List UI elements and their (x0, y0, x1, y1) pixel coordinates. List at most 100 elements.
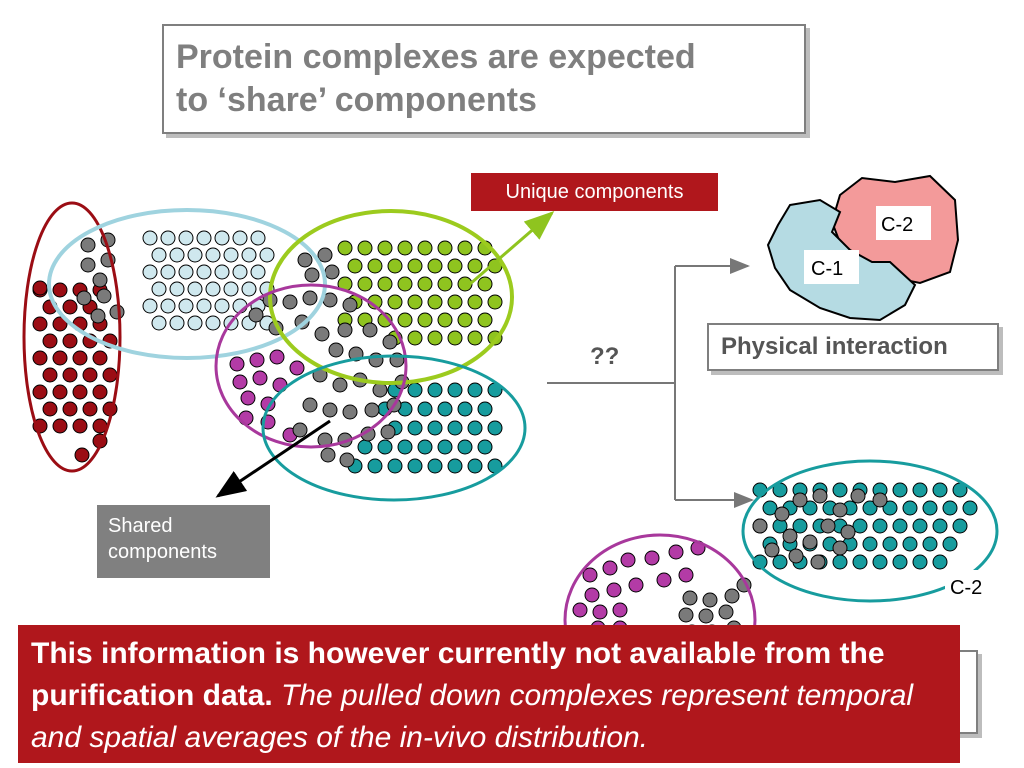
red-dot (42, 333, 58, 349)
right-teal-dot (932, 518, 948, 534)
right-gray-dot (812, 488, 828, 504)
red-dot (52, 282, 68, 298)
title-line-2: to ‘share’ components (176, 81, 537, 119)
right-teal-dot (762, 500, 778, 516)
right-teal-dot (912, 518, 928, 534)
right-gray-dot (782, 528, 798, 544)
bottom-purple-dot (656, 572, 672, 588)
gray-dot (80, 257, 96, 273)
lightblue-dot (232, 230, 248, 246)
red-dot (52, 316, 68, 332)
gray-dot (96, 288, 112, 304)
banner-italic-text: The pulled down complexes represent temp… (31, 679, 914, 754)
right-teal-dot (962, 500, 978, 516)
purple-dot (252, 370, 268, 386)
gray-dot (320, 447, 336, 463)
branch-connector (547, 266, 676, 500)
right-teal-dot (922, 536, 938, 552)
teal-dot (467, 382, 483, 398)
green-dot (377, 312, 393, 328)
lightblue-dot (169, 281, 185, 297)
gray-dot (302, 397, 318, 413)
red-dot (32, 384, 48, 400)
right-teal-dot (802, 500, 818, 516)
right-gray-dot (792, 492, 808, 508)
lightblue-dot (142, 298, 158, 314)
green-dot (417, 240, 433, 256)
red-dot (72, 350, 88, 366)
teal-dot (427, 458, 443, 474)
lightblue-dot (169, 247, 185, 263)
red-dot (92, 350, 108, 366)
gray-dot (332, 377, 348, 393)
c2-top-bg (876, 206, 931, 240)
c2-bottom-bg (945, 570, 997, 602)
bottom-purple-dot (612, 602, 628, 618)
right-teal-dot (932, 554, 948, 570)
right-gray-dot (788, 548, 804, 564)
lightblue-dot (196, 264, 212, 280)
green-dot (477, 312, 493, 328)
green-dot (457, 312, 473, 328)
gray-dot (314, 326, 330, 342)
shared-components-label: Shared components (97, 505, 270, 578)
teal-complex-dots (347, 382, 503, 474)
gray-dot (304, 267, 320, 283)
gray-dot (337, 322, 353, 338)
right-teal-dot (942, 500, 958, 516)
lightblue-dot (142, 264, 158, 280)
gray-dot (297, 252, 313, 268)
right-gray-dot (872, 492, 888, 508)
bottom-purple-dot (668, 544, 684, 560)
c2-top-label: C-2 (881, 214, 913, 236)
green-dot (437, 276, 453, 292)
lightblue-dot (196, 298, 212, 314)
lightblue-dot (223, 281, 239, 297)
green-dot (457, 276, 473, 292)
right-teal-dot (922, 500, 938, 516)
shared-label-line-2: components (108, 541, 217, 563)
right-teal-dot (752, 554, 768, 570)
bottom-purple-dot (628, 577, 644, 593)
bottom-purple-dot (620, 552, 636, 568)
gray-dot (324, 264, 340, 280)
purple-dot (240, 390, 256, 406)
gray-dot (90, 308, 106, 324)
green-dot (457, 240, 473, 256)
green-dot (337, 240, 353, 256)
green-dot (407, 294, 423, 310)
bottom-gray-dot (718, 604, 734, 620)
lightblue-dot (160, 264, 176, 280)
teal-dot (457, 401, 473, 417)
right-teal-dot (912, 482, 928, 498)
green-dot (417, 276, 433, 292)
lightblue-dot (196, 230, 212, 246)
gray-dot (292, 422, 308, 438)
green-dot (427, 294, 443, 310)
bottom-gray-dot (698, 608, 714, 624)
green-dot (407, 258, 423, 274)
right-teal-dot (942, 536, 958, 552)
green-dot (377, 276, 393, 292)
right-gray-dot (752, 518, 768, 534)
bottom-purple-dot (572, 602, 588, 618)
right-teal-dot (872, 518, 888, 534)
red-dot (82, 401, 98, 417)
red-dot (52, 418, 68, 434)
green-dot (427, 258, 443, 274)
red-dot (42, 367, 58, 383)
lightblue-dot (151, 247, 167, 263)
lightblue-dot (169, 315, 185, 331)
right-teal-dot (832, 554, 848, 570)
info-banner: This information is however currently no… (18, 625, 960, 763)
red-dot (72, 418, 88, 434)
shared-arrow (215, 419, 331, 498)
teal-dot (437, 439, 453, 455)
lightblue-dot (205, 315, 221, 331)
c2-bottom-label: C-2 (950, 577, 982, 599)
red-dot (52, 350, 68, 366)
lightblue-dot (250, 264, 266, 280)
gray-dot (372, 382, 388, 398)
lightblue-dot (241, 281, 257, 297)
